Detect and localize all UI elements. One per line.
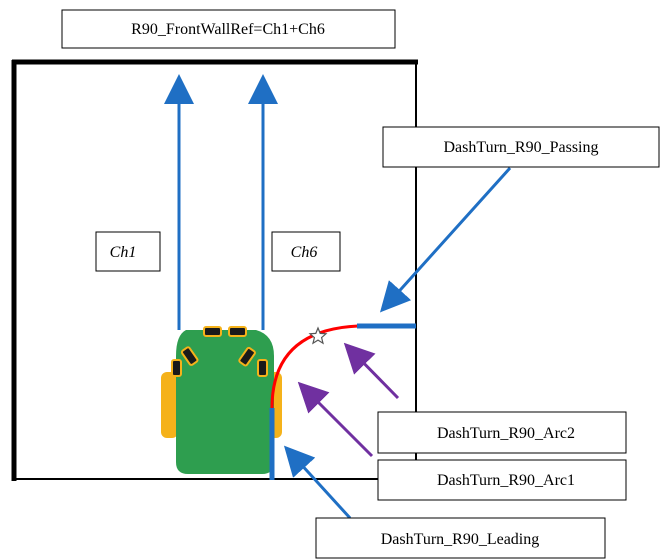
robot-sensor-2 bbox=[180, 346, 199, 366]
front-wall-ref-text: R90_FrontWallRef=Ch1+Ch6 bbox=[131, 21, 325, 38]
leading-label-text: DashTurn_R90_Leading bbox=[381, 531, 540, 548]
passing-pointer-arrow bbox=[379, 166, 512, 313]
arc1-label-text: DashTurn_R90_Arc1 bbox=[437, 472, 575, 489]
robot-sensor-4 bbox=[228, 326, 247, 337]
leading-pointer-arrow bbox=[283, 445, 352, 520]
arc2-label: DashTurn_R90_Arc2 bbox=[377, 411, 627, 454]
arc2-label-box bbox=[377, 411, 627, 454]
front-wall-ref-label: R90_FrontWallRef=Ch1+Ch6 bbox=[61, 9, 396, 49]
robot-sensor-6 bbox=[257, 359, 268, 377]
passing-label: DashTurn_R90_Passing bbox=[382, 126, 660, 168]
ch6-label: Ch6 bbox=[271, 231, 341, 272]
arc-path bbox=[270, 324, 359, 409]
arc1-label: DashTurn_R90_Arc1 bbox=[377, 459, 627, 501]
passing-label-text: DashTurn_R90_Passing bbox=[444, 139, 599, 156]
arc2-pointer-arrow bbox=[343, 342, 400, 400]
ch6-label-text: Ch6 bbox=[291, 244, 318, 261]
passing-label-box bbox=[382, 126, 660, 168]
robot-body bbox=[176, 330, 274, 474]
arc1-label-box bbox=[377, 459, 627, 501]
robot bbox=[161, 326, 282, 474]
robot-left-wheel bbox=[161, 372, 178, 438]
ch1-label-text: Ch1 bbox=[110, 244, 137, 261]
front-wall-ref-box bbox=[61, 9, 396, 49]
ch1-label: Ch1 bbox=[95, 231, 161, 272]
star-icon bbox=[308, 326, 328, 345]
leading-label-box bbox=[315, 517, 606, 559]
ch1-label-box bbox=[95, 231, 161, 272]
robot-sensor-5 bbox=[238, 346, 256, 367]
arc2-label-text: DashTurn_R90_Arc2 bbox=[437, 425, 575, 442]
robot-sensor-1 bbox=[171, 359, 182, 377]
robot-sensor-3 bbox=[203, 326, 222, 337]
ch6-label-box bbox=[271, 231, 341, 272]
leading-label: DashTurn_R90_Leading bbox=[315, 517, 606, 559]
arc1-pointer-arrow bbox=[297, 381, 374, 458]
